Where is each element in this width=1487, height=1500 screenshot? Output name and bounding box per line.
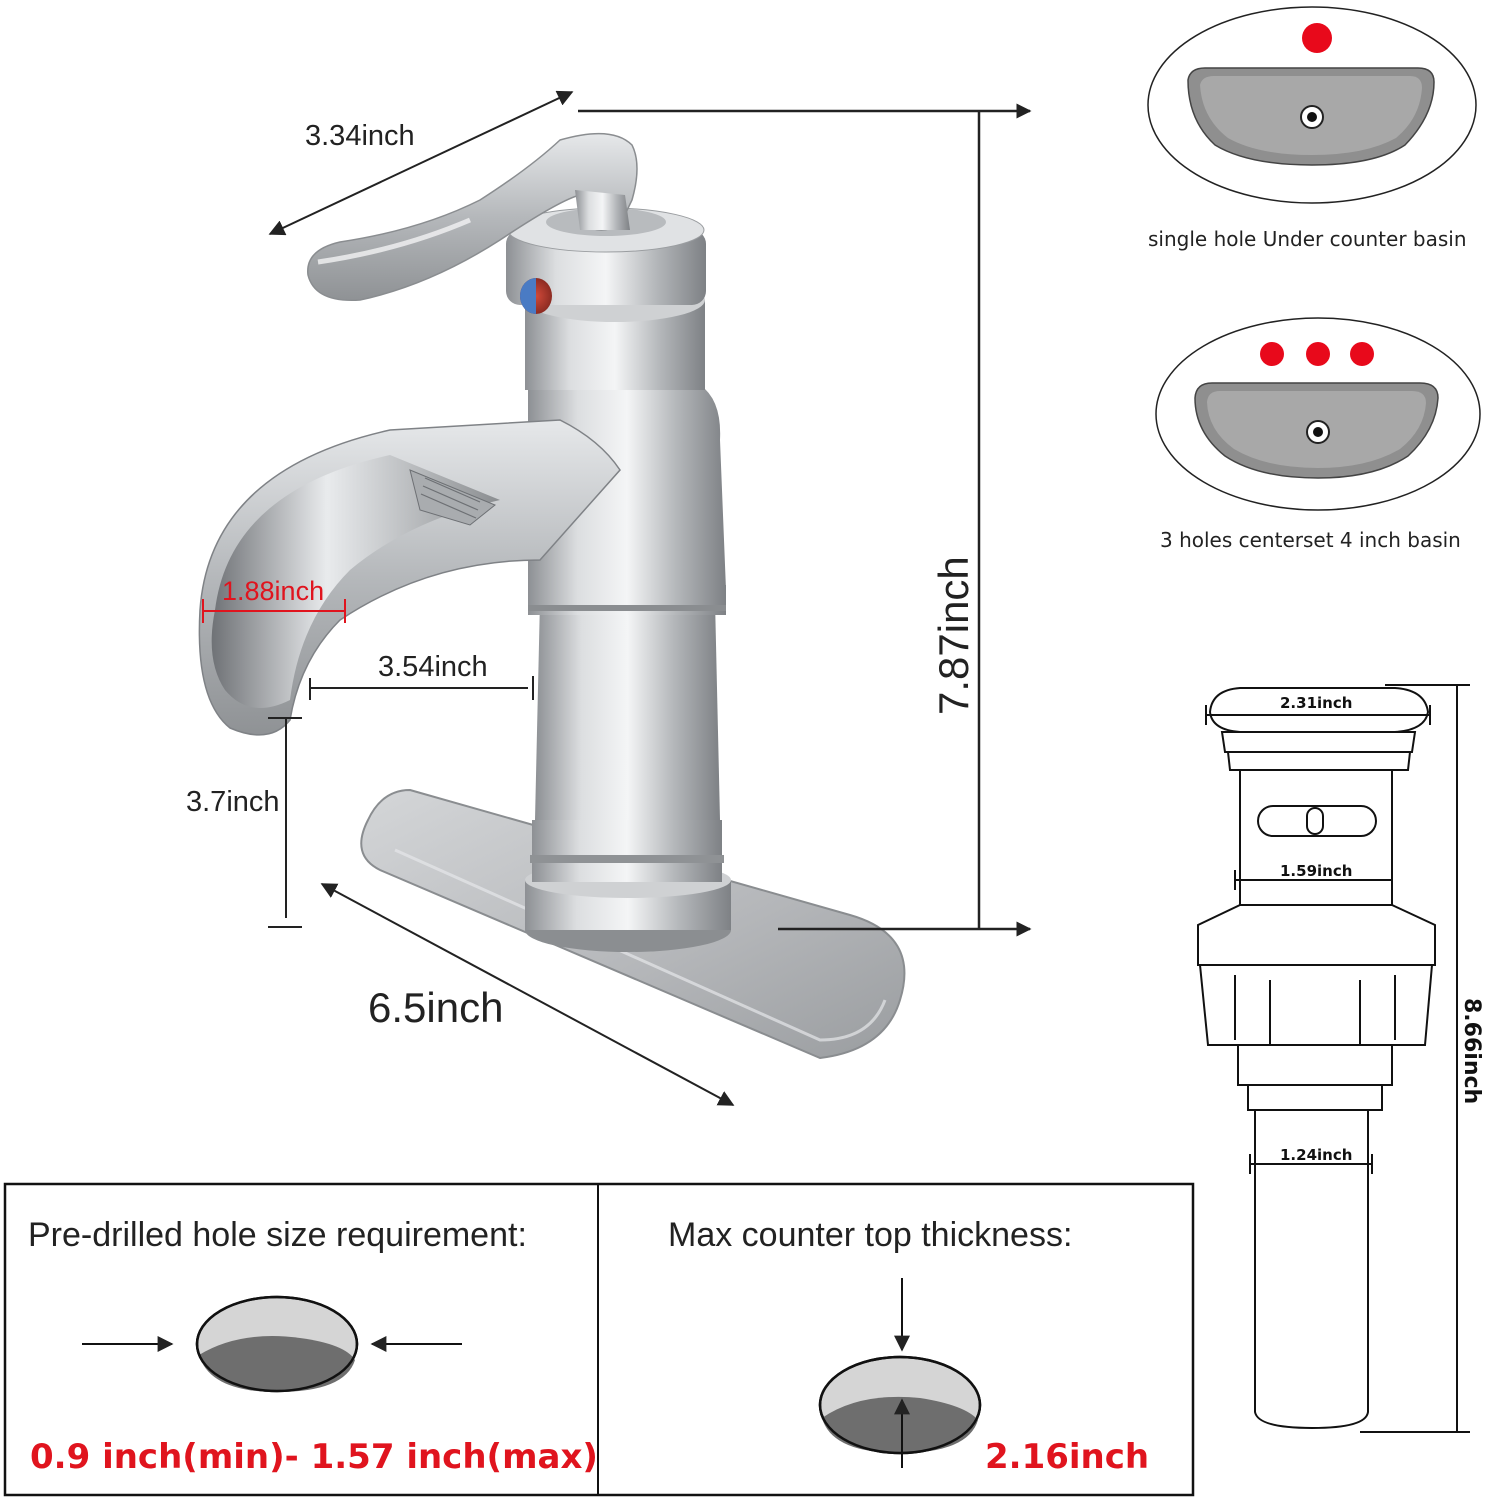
- handle-length-label: 3.34inch: [305, 120, 415, 152]
- total-height-label: 7.87inch: [930, 556, 977, 715]
- thickness-title: Max counter top thickness:: [668, 1216, 1072, 1254]
- counter-thickness-icon: [818, 1278, 982, 1468]
- faucet-body-lower: [535, 600, 720, 820]
- basin-three-hole: [1155, 317, 1481, 511]
- hole-dot-icon: [1350, 342, 1374, 366]
- hole-dot-icon: [1306, 342, 1330, 366]
- faucet-dimension-lines: [268, 90, 1032, 1106]
- basin-single-hole-label: single hole Under counter basin: [1148, 227, 1467, 251]
- drain-tail-diameter-label: 1.24inch: [1280, 1146, 1352, 1164]
- drain-body-diameter-label: 1.59inch: [1280, 862, 1352, 880]
- hole-dot-icon: [1260, 342, 1284, 366]
- faucet-base: [525, 820, 731, 952]
- spout-reach-label: 3.54inch: [378, 651, 488, 683]
- faucet-cartridge-cap: [506, 207, 706, 390]
- thickness-value: 2.16inch: [985, 1437, 1149, 1477]
- waterfall-spout: [198, 419, 621, 736]
- hole-requirement-title: Pre-drilled hole size requirement:: [28, 1216, 527, 1254]
- hole-dot-icon: [1302, 23, 1332, 53]
- basin-three-hole-label: 3 holes centerset 4 inch basin: [1160, 528, 1461, 552]
- hole-size-range: 0.9 inch(min)- 1.57 inch(max): [30, 1437, 598, 1477]
- drain-height-label: 8.66inch: [1459, 998, 1484, 1104]
- pop-up-drain: [1197, 687, 1436, 1430]
- spout-width-label: 1.88inch: [222, 576, 324, 606]
- spout-width-marker: [202, 599, 346, 623]
- deck-plate-length-label: 6.5inch: [368, 984, 503, 1031]
- spout-height-label: 3.7inch: [186, 786, 280, 818]
- drain-cap-diameter-label: 2.31inch: [1280, 694, 1352, 712]
- pre-drilled-hole-icon: [82, 1295, 462, 1393]
- basin-single-hole: [1147, 6, 1477, 204]
- drain-dimension-lines: [1205, 684, 1470, 1433]
